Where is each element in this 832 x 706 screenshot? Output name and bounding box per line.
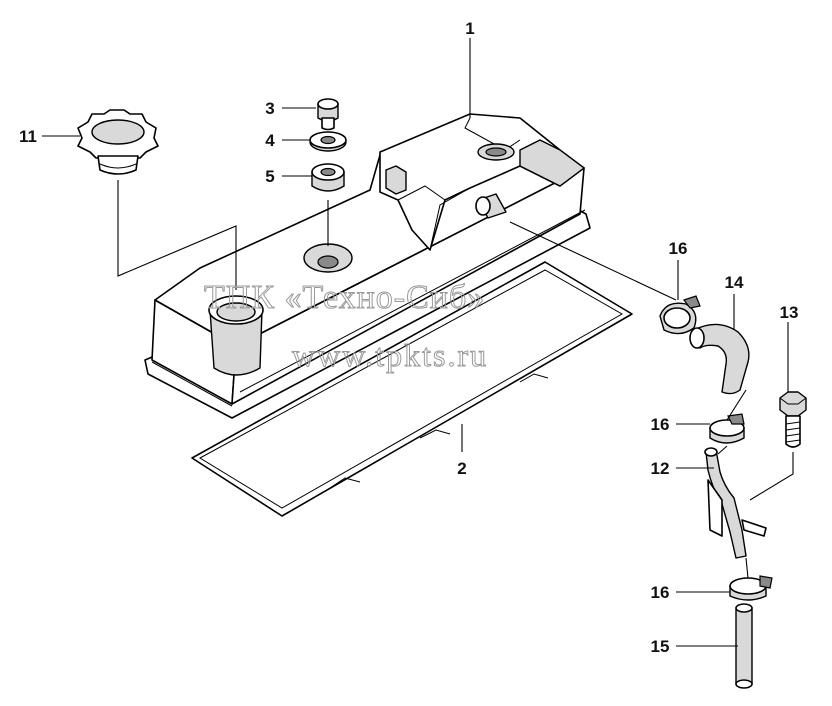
cover-bolt[interactable] xyxy=(317,98,339,131)
hose-clamp-upper[interactable] xyxy=(659,295,701,335)
callout-3: 3 xyxy=(265,99,274,118)
breather-pipe[interactable] xyxy=(704,447,767,559)
breather-hose[interactable] xyxy=(689,323,750,395)
callout-4: 4 xyxy=(265,131,275,150)
valve-cover[interactable] xyxy=(144,113,591,419)
bracket-bolt[interactable] xyxy=(779,391,807,448)
callout-13: 13 xyxy=(780,303,799,322)
callout-5: 5 xyxy=(265,167,274,186)
hose-clamp-lower[interactable] xyxy=(729,575,773,601)
callout-labels: 1 2 3 4 5 11 12 13 14 15 16 16 16 xyxy=(19,19,798,656)
assembly-lines xyxy=(117,180,794,579)
callout-11: 11 xyxy=(19,127,37,146)
watermark: ТПК «Техно-Сиб» www.tpkts.ru xyxy=(204,279,488,374)
rubber-grommet[interactable] xyxy=(311,163,345,192)
valve-cover-gasket[interactable] xyxy=(191,261,633,517)
callout-12: 12 xyxy=(651,459,670,478)
callout-2: 2 xyxy=(457,459,466,478)
hose-clamp-middle[interactable] xyxy=(709,413,745,444)
callout-16-upper: 16 xyxy=(669,239,688,258)
oil-filler-cap[interactable] xyxy=(77,109,159,175)
washer[interactable] xyxy=(309,131,347,152)
callout-15: 15 xyxy=(651,637,670,656)
callout-1: 1 xyxy=(465,19,474,38)
callout-leaders xyxy=(42,38,789,647)
watermark-company: ТПК «Техно-Сиб» xyxy=(204,279,485,316)
callout-14: 14 xyxy=(725,273,744,292)
callout-16-middle: 16 xyxy=(651,415,670,434)
drain-tube[interactable] xyxy=(735,603,753,689)
watermark-website: www.tpkts.ru xyxy=(292,337,488,373)
callout-16-lower: 16 xyxy=(651,583,670,602)
